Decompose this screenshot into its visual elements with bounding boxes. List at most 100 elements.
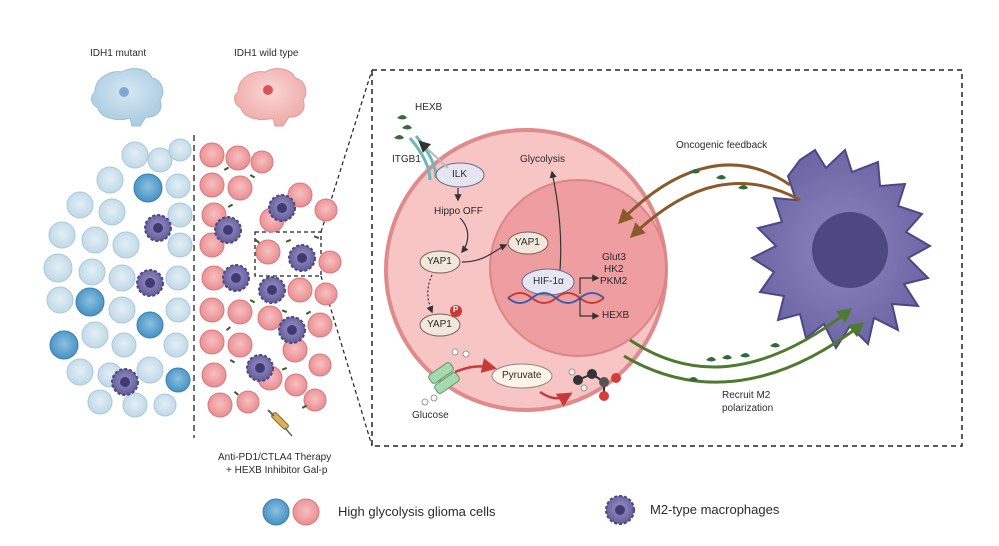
mutant-cell <box>81 226 109 254</box>
hexb-molecule-icons <box>394 115 412 140</box>
yap1-nuc-node <box>507 231 549 255</box>
yap1-phos-node <box>419 313 461 337</box>
wildtype-cell <box>255 239 281 265</box>
dna-helix-icon <box>507 292 605 304</box>
wildtype-cell <box>314 282 338 306</box>
macrophage-icon <box>278 316 306 344</box>
wildtype-cell <box>207 392 233 418</box>
mutant-cell <box>136 311 164 339</box>
arrow-glucose-pyruvate <box>454 358 497 374</box>
mutant-cell <box>81 321 109 349</box>
mutant-cell <box>133 173 163 203</box>
arrow-ilk-hexb <box>418 140 449 169</box>
gene-glut3: Glut3 <box>602 252 626 263</box>
wildtype-cells <box>199 142 342 418</box>
arrow-yap1-phos <box>426 274 434 314</box>
mutant-cell <box>49 330 79 360</box>
macrophage-icon <box>222 264 250 292</box>
mutant-cell <box>153 393 177 417</box>
mutant-cell <box>112 231 140 259</box>
wildtype-cell <box>227 332 253 358</box>
wildtype-cell <box>257 305 283 331</box>
pyruvate-node <box>491 363 553 389</box>
mutant-cells <box>43 138 193 418</box>
wildtype-cell <box>287 277 313 303</box>
mutant-cell <box>78 258 106 286</box>
mutant-cell <box>46 286 74 314</box>
hif-label: HIF-1α <box>533 276 564 287</box>
mutant-cell <box>96 166 124 194</box>
glucose-label: Glucose <box>412 410 449 421</box>
wildtype-cell <box>250 150 274 174</box>
mutant-cell <box>163 332 189 358</box>
wildtype-cell <box>284 373 308 397</box>
macrophage-icon <box>246 354 274 382</box>
mechanism-panel-border <box>371 69 963 447</box>
glycolysis-label: Glycolysis <box>520 154 566 165</box>
wildtype-cell <box>287 182 313 208</box>
mutant-cell <box>43 253 73 283</box>
yap1-cyto-node <box>419 250 461 274</box>
arrow-hif-hexb <box>579 298 600 320</box>
wildtype-cell <box>199 297 225 323</box>
macrophage-icon <box>288 244 316 272</box>
yap1-cyto-label: YAP1 <box>427 256 452 267</box>
gene-hk2: HK2 <box>604 264 624 275</box>
phospho-label: P <box>453 305 459 314</box>
mutant-cell <box>66 358 94 386</box>
legend-blue-cell-icon <box>262 498 290 526</box>
wildtype-cell <box>314 198 338 222</box>
wildtype-cell <box>303 388 327 412</box>
macrophage-icon <box>144 214 172 242</box>
lactate-molecule-icon <box>568 368 621 401</box>
phospho-badge <box>450 305 462 317</box>
itgb1-label: ITGB1 <box>392 154 421 165</box>
arrow-pyruvate-lactate <box>539 390 573 407</box>
yap1-phos-label: YAP1 <box>427 319 452 330</box>
arrow-hippo-yap1 <box>459 217 469 254</box>
mutant-cell <box>165 173 191 199</box>
mutant-cell <box>136 356 164 384</box>
wildtype-cell <box>199 329 225 355</box>
macrophage-icon <box>136 269 164 297</box>
mutant-cell <box>75 287 105 317</box>
glucose-molecules-icon <box>421 348 470 406</box>
hexb-particles <box>223 166 320 409</box>
wildtype-cell <box>199 172 225 198</box>
arrow-hif-glycolysis <box>549 170 562 271</box>
nucleus <box>489 179 667 357</box>
arrow-oncogenic-1 <box>617 163 791 225</box>
yap1-nuc-label: YAP1 <box>515 237 540 248</box>
zoom-box <box>254 231 322 277</box>
arrow-recruit-1 <box>629 308 853 369</box>
recruit-line2: polarization <box>722 403 774 414</box>
mutant-cell <box>66 191 94 219</box>
left-panel <box>43 68 373 447</box>
recruit-line1: Recruit M2 <box>722 390 771 401</box>
mutant-label: IDH1 mutant <box>90 48 147 59</box>
legend-glioma-label: High glycolysis glioma cells <box>338 504 496 519</box>
mutant-cell <box>108 296 136 324</box>
wildtype-cell <box>225 145 251 171</box>
mutant-cell <box>167 232 193 258</box>
legend-macrophage-label: M2-type macrophages <box>650 502 780 517</box>
wildtype-cell <box>199 142 225 168</box>
mutant-cell <box>48 221 76 249</box>
mutant-cell <box>122 392 148 418</box>
macrophage-icon <box>268 194 296 222</box>
hexb-target-label: HEXB <box>602 310 630 321</box>
wildtype-cell <box>318 250 342 274</box>
ilk-node <box>435 162 485 188</box>
wildtype-cell <box>236 390 260 414</box>
therapy-line1: Anti-PD1/CTLA4 Therapy <box>218 452 332 463</box>
mutant-cell <box>108 264 136 292</box>
hif-node <box>521 268 575 296</box>
legend-macrophage-icon <box>605 495 635 525</box>
mutant-cell <box>87 389 113 415</box>
wildtype-cell <box>227 175 253 201</box>
legend <box>262 495 635 526</box>
mutant-cell <box>111 332 137 358</box>
syringe-icon <box>267 409 293 437</box>
mutant-cell <box>165 367 191 393</box>
